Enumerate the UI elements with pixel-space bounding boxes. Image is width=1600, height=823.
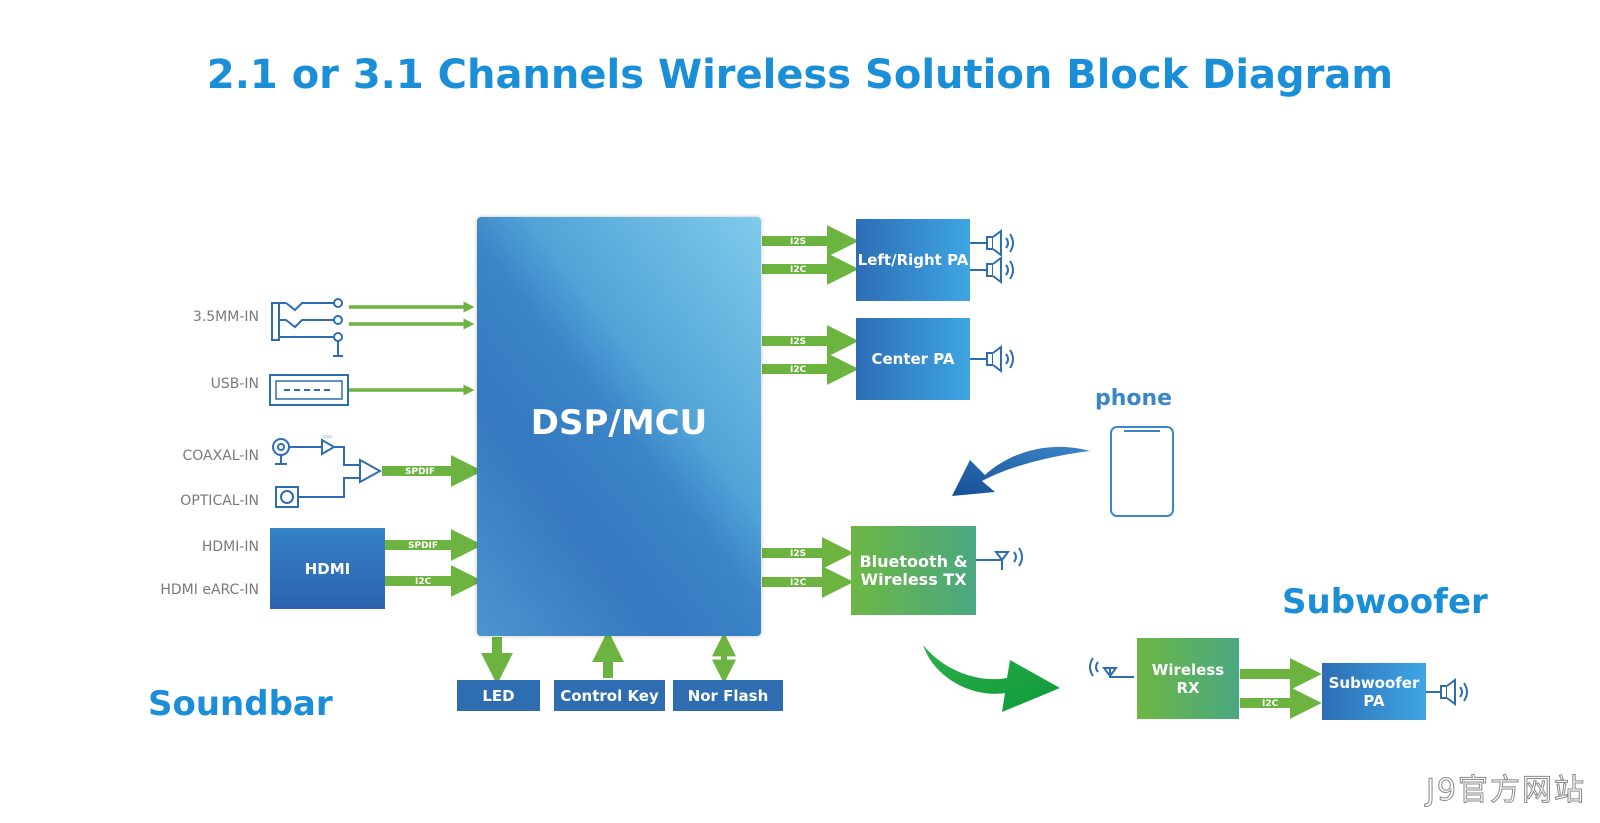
- coaxial-connector-icon: [272, 438, 360, 466]
- subwoofer-pa-block: Subwoofer PA: [1322, 663, 1426, 720]
- audio-jack-icon: [271, 298, 343, 357]
- bluetooth-tx-label-line2: Wireless TX: [860, 569, 967, 589]
- soundbar-label: Soundbar: [148, 684, 333, 724]
- center-pa-block: Center PA: [856, 318, 970, 400]
- i2s-label-center: I2S: [790, 337, 806, 347]
- buffer-icon: [359, 458, 383, 484]
- i2c-label-lr: I2C: [790, 265, 807, 275]
- antenna-icon: [972, 547, 1023, 570]
- phone-label: phone: [1095, 386, 1173, 411]
- speaker-icon: [956, 229, 1014, 257]
- subwoofer-pa-label-line2: PA: [1363, 691, 1385, 710]
- left-right-pa-label: Left/Right PA: [857, 251, 969, 269]
- hdmi-block-label: HDMI: [304, 559, 351, 578]
- i2c-label-center: I2C: [790, 365, 807, 375]
- subwoofer-pa-label-line1: Subwoofer: [1328, 673, 1420, 692]
- input-label-coaxal: COAXAL-IN: [182, 448, 259, 464]
- control-key-block: Control Key: [554, 680, 665, 711]
- bluetooth-tx-block: Bluetooth & Wireless TX: [851, 526, 976, 615]
- speaker-icon: [956, 345, 1014, 373]
- led-label: LED: [482, 686, 515, 705]
- usb-port-icon: [269, 374, 349, 406]
- dsp-mcu-block: [477, 217, 761, 636]
- watermark-text: J9官方网站: [1426, 773, 1586, 809]
- input-label-hdmi: HDMI-IN: [201, 539, 259, 555]
- input-label-optical: OPTICAL-IN: [180, 493, 259, 509]
- i2s-label-bt: I2S: [790, 549, 806, 559]
- diagram-title: 2.1 or 3.1 Channels Wireless Solution Bl…: [206, 52, 1394, 98]
- input-label-hdmi-earc: HDMI eARC-IN: [160, 582, 259, 598]
- i2c-label-bt: I2C: [790, 578, 807, 588]
- i2c-label-sub: I2C: [1262, 699, 1279, 709]
- input-label-3-5mm: 3.5MM-IN: [192, 309, 259, 325]
- led-block: LED: [457, 680, 540, 711]
- hdmi-block: HDMI: [270, 528, 385, 609]
- dsp-mcu-label: DSP/MCU: [530, 403, 708, 443]
- nor-flash-block: Nor Flash: [673, 680, 783, 711]
- i2c-label-hdmi: I2C: [415, 577, 432, 587]
- bt-to-rx-curved-arrow: [923, 645, 1060, 712]
- center-pa-label: Center PA: [871, 350, 955, 368]
- antenna-icon: [1089, 657, 1134, 678]
- subwoofer-label: Subwoofer: [1282, 582, 1488, 622]
- wireless-rx-label-line1: Wireless: [1151, 660, 1225, 679]
- spdif-label-hdmi: SPDIF: [408, 541, 438, 551]
- nor-flash-label: Nor Flash: [687, 686, 769, 705]
- wireless-rx-block: Wireless RX: [1137, 638, 1239, 719]
- optical-connector-icon: [275, 477, 360, 508]
- left-right-pa-block: Left/Right PA: [856, 219, 970, 301]
- control-key-label: Control Key: [560, 686, 659, 705]
- input-label-usb: USB-IN: [210, 376, 259, 392]
- wireless-rx-label-line2: RX: [1176, 678, 1200, 697]
- i2s-label-lr: I2S: [790, 237, 806, 247]
- bluetooth-tx-label-line1: Bluetooth &: [859, 551, 968, 571]
- phone-icon: [1110, 426, 1174, 517]
- buffer-label: ▭▭: [323, 434, 333, 440]
- spdif-label-coax: SPDIF: [405, 467, 435, 477]
- phone-to-bt-curved-arrow: [952, 446, 1090, 496]
